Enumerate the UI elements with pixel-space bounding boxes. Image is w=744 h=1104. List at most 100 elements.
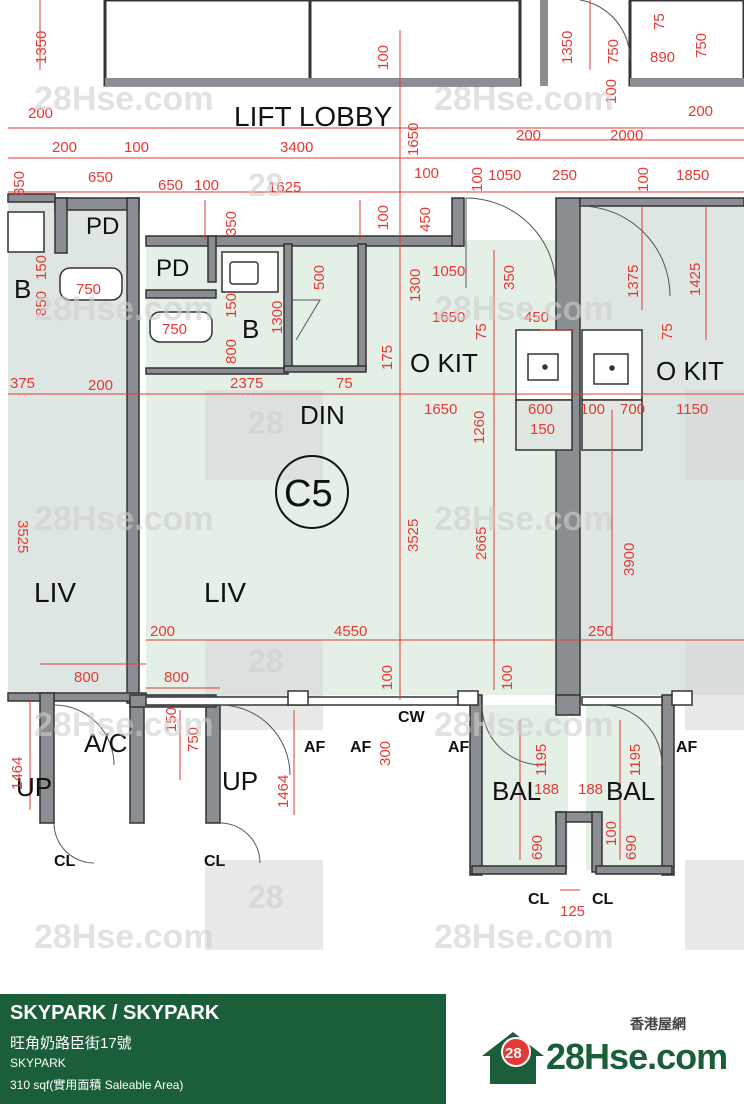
dim-1350-b: 1350 — [559, 31, 576, 64]
room-labels: LIFT LOBBY PD PD B B O KIT O KIT DIN C5 … — [14, 101, 724, 908]
dim-650-a: 650 — [88, 169, 113, 186]
dim-175: 175 — [379, 345, 396, 370]
dim-100-f: 100 — [469, 167, 486, 192]
brand-subtitle: 香港屋網 — [630, 1016, 686, 1032]
unit-badge-label: C5 — [284, 473, 333, 515]
dim-200-f: 200 — [150, 623, 175, 640]
footer: SKYPARK / SKYPARK 旺角奶路臣街17號 SKYPARK 310 … — [0, 994, 744, 1104]
watermark-text: 28Hse.com — [34, 290, 214, 328]
watermark-text: 28Hse.com — [434, 500, 614, 538]
dim-2375: 2375 — [230, 375, 263, 392]
dim-1425: 1425 — [687, 263, 704, 296]
watermark-text: 28Hse.com — [34, 706, 214, 744]
dim-4550: 4550 — [334, 623, 367, 640]
room-bal-right: BAL — [606, 776, 655, 806]
dim-600: 600 — [528, 401, 553, 418]
dim-75-c: 75 — [659, 323, 676, 340]
left-margin — [0, 0, 8, 994]
unit-badge-circle — [275, 455, 349, 529]
bathroom-fixtures — [7, 211, 279, 343]
dim-1195-b: 1195 — [627, 744, 644, 776]
dim-150-c: 150 — [530, 421, 555, 438]
watermark-badge: 28 — [248, 643, 284, 679]
dim-1375: 1375 — [625, 265, 642, 298]
dim-3525: 3525 — [405, 519, 422, 552]
room-up-main: UP — [222, 766, 258, 796]
dim-450-b: 450 — [524, 309, 549, 326]
dim-75-d: 75 — [336, 375, 353, 392]
dim-650-b: 650 — [158, 177, 183, 194]
dim-200-d: 200 — [52, 139, 77, 156]
dim-75-b: 75 — [473, 323, 490, 340]
dim-750-c: 750 — [76, 281, 101, 298]
dim-250-b: 250 — [588, 623, 613, 640]
dim-1650-a: 1650 — [405, 123, 422, 156]
floor-plan: LIFT LOBBY PD PD B B O KIT O KIT DIN C5 … — [0, 0, 744, 994]
room-lift-lobby: LIFT LOBBY — [234, 101, 393, 132]
watermark-badge: 28 — [248, 167, 284, 203]
dimension-lines — [8, 0, 744, 891]
property-area: 310 sqf(實用面積 Saleable Area) — [10, 1078, 184, 1092]
dim-375: 375 — [10, 375, 35, 392]
walls — [7, 193, 744, 876]
watermark-text: 28Hse.com — [434, 290, 614, 328]
label-cw: CW — [398, 709, 426, 726]
watermark-badge: 28 — [248, 879, 284, 915]
dim-800-a: 800 — [223, 339, 240, 364]
dim-890: 890 — [650, 49, 675, 66]
dim-188-b: 188 — [578, 781, 603, 798]
dim-500: 500 — [311, 265, 328, 290]
dim-1464-a: 1464 — [9, 757, 26, 790]
label-cl-3: CL — [528, 891, 550, 908]
door-swings — [53, 0, 671, 864]
dim-250-a: 250 — [552, 167, 577, 184]
room-liv-main: LIV — [204, 577, 246, 608]
watermarks: 28Hse.com 28Hse.com 28Hse.com 28Hse.com … — [34, 80, 614, 956]
dim-100-l: 100 — [603, 821, 620, 846]
dim-1850: 1850 — [676, 167, 709, 184]
watermark-text: 28Hse.com — [434, 706, 614, 744]
watermark-text: 28Hse.com — [34, 918, 214, 956]
label-af-3: AF — [448, 739, 470, 756]
dim-150-d: 150 — [163, 707, 180, 732]
dim-450-a: 450 — [417, 207, 434, 232]
room-pd-left: PD — [86, 213, 119, 240]
dim-3525-left: 3525 — [14, 520, 31, 553]
dim-100-d: 100 — [194, 177, 219, 194]
lift-wall-base — [105, 78, 520, 86]
property-address: 旺角奶路臣街17號 — [10, 1035, 132, 1052]
dim-125: 125 — [560, 903, 585, 920]
dim-850: 850 — [33, 291, 50, 316]
dim-100-i: 100 — [580, 401, 605, 418]
dim-800-c: 800 — [164, 669, 189, 686]
dim-750-a: 750 — [605, 39, 622, 64]
room-ac: A/C — [84, 728, 127, 758]
room-o-kit-right: O KIT — [656, 356, 724, 386]
dim-200-c: 200 — [516, 127, 541, 144]
dim-150-a: 150 — [33, 255, 50, 280]
dim-1650-c: 1650 — [424, 401, 457, 418]
dim-700: 700 — [620, 401, 645, 418]
label-af-2: AF — [350, 739, 372, 756]
dim-100-e: 100 — [414, 165, 439, 182]
label-cl-2: CL — [204, 853, 226, 870]
dim-100-b: 100 — [603, 79, 620, 104]
watermark-layer — [205, 390, 744, 950]
room-din: DIN — [300, 400, 345, 430]
dim-100-c: 100 — [124, 139, 149, 156]
dim-100-k: 100 — [499, 665, 516, 690]
dim-690-b: 690 — [623, 835, 640, 860]
lift-wall-right-base — [630, 78, 744, 86]
dim-800-b: 800 — [74, 669, 99, 686]
dim-300: 300 — [377, 741, 394, 766]
brand-badge: 28 — [505, 1045, 522, 1062]
room-b-left: B — [14, 274, 31, 304]
label-cl-4: CL — [592, 891, 614, 908]
watermark-text: 28Hse.com — [434, 918, 614, 956]
dim-1625: 1625 — [268, 179, 301, 196]
dim-200-b: 200 — [688, 103, 713, 120]
label-af-1: AF — [304, 739, 326, 756]
room-liv-left: LIV — [34, 577, 76, 608]
dim-2000: 2000 — [610, 127, 643, 144]
dim-200-a: 200 — [28, 105, 53, 122]
